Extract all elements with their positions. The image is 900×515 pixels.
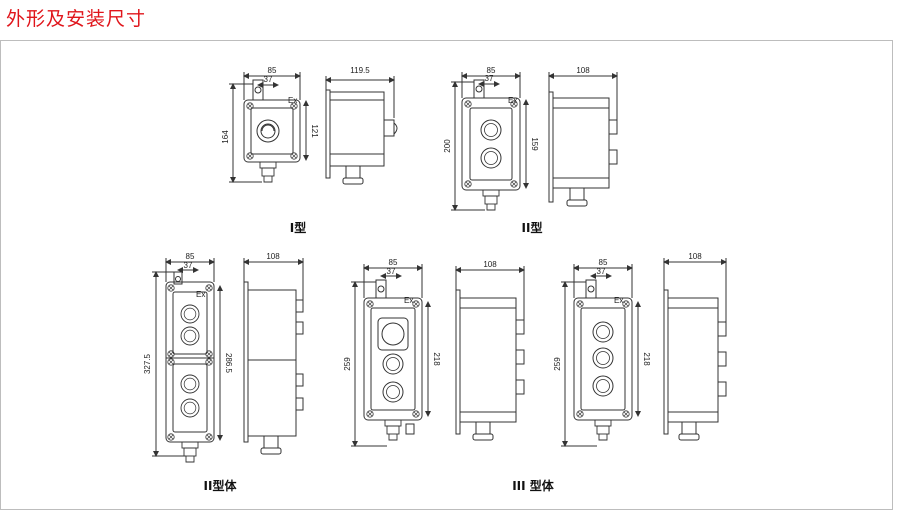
page-title: 外形及安装尺寸 xyxy=(6,8,147,30)
ex-mark: Ex xyxy=(196,290,205,299)
type3b-mount-height-label: 218 xyxy=(642,352,651,366)
ex-mark: Ex xyxy=(288,96,297,105)
type2-body-width-label: 85 xyxy=(186,252,195,261)
type2-side-view xyxy=(548,72,618,207)
type1-height-label: 164 xyxy=(221,130,230,144)
type3a-front-view xyxy=(351,264,431,447)
type1-side-view xyxy=(325,76,398,185)
type2-body-height-label: 327.5 xyxy=(143,353,152,374)
type3a-depth-label: 108 xyxy=(483,260,497,269)
type2-depth-label: 108 xyxy=(576,66,590,75)
type3-body-caption: III 型体 xyxy=(512,478,555,493)
type3b-front-view xyxy=(561,264,641,447)
type3a-mount-width-label: 37 xyxy=(387,267,396,276)
type3a-side-view xyxy=(455,266,525,441)
type2-caption: II型 xyxy=(522,220,543,235)
type1-mount-width-label: 37 xyxy=(264,75,273,84)
type2-mount-width-label: 37 xyxy=(485,74,494,83)
type3a-height-label: 259 xyxy=(343,357,352,371)
type3b-mount-width-label: 37 xyxy=(597,267,606,276)
type3b-width-label: 85 xyxy=(599,258,608,267)
type1-depth-label: 119.5 xyxy=(350,66,370,75)
type2-body-mount-height-label: 286.5 xyxy=(224,353,233,374)
type1-front-view xyxy=(229,72,309,183)
type2-front-view xyxy=(451,72,529,211)
type2-mount-height-label: 159 xyxy=(530,137,539,151)
type2-body-depth-label: 108 xyxy=(266,252,280,261)
type1-caption: I型 xyxy=(290,220,306,235)
type3b-side-view xyxy=(663,258,727,441)
type2-body-mount-width-label: 37 xyxy=(184,261,193,270)
type1-mount-height-label: 121 xyxy=(310,124,319,138)
drawing-frame xyxy=(0,40,893,510)
type1-width-label: 85 xyxy=(268,66,277,75)
type2-height-label: 200 xyxy=(443,139,452,153)
type2-body-side-view xyxy=(243,258,304,455)
type2-body-front-view xyxy=(152,258,223,463)
type2-body-caption: II型体 xyxy=(204,478,238,493)
ex-mark: Ex xyxy=(614,296,623,305)
type3a-mount-height-label: 218 xyxy=(432,352,441,366)
type3b-depth-label: 108 xyxy=(688,252,702,261)
ex-mark: Ex xyxy=(404,296,413,305)
type3a-width-label: 85 xyxy=(389,258,398,267)
ex-mark: Ex xyxy=(508,96,517,105)
type3b-height-label: 259 xyxy=(553,357,562,371)
type2-width-label: 85 xyxy=(487,66,496,75)
